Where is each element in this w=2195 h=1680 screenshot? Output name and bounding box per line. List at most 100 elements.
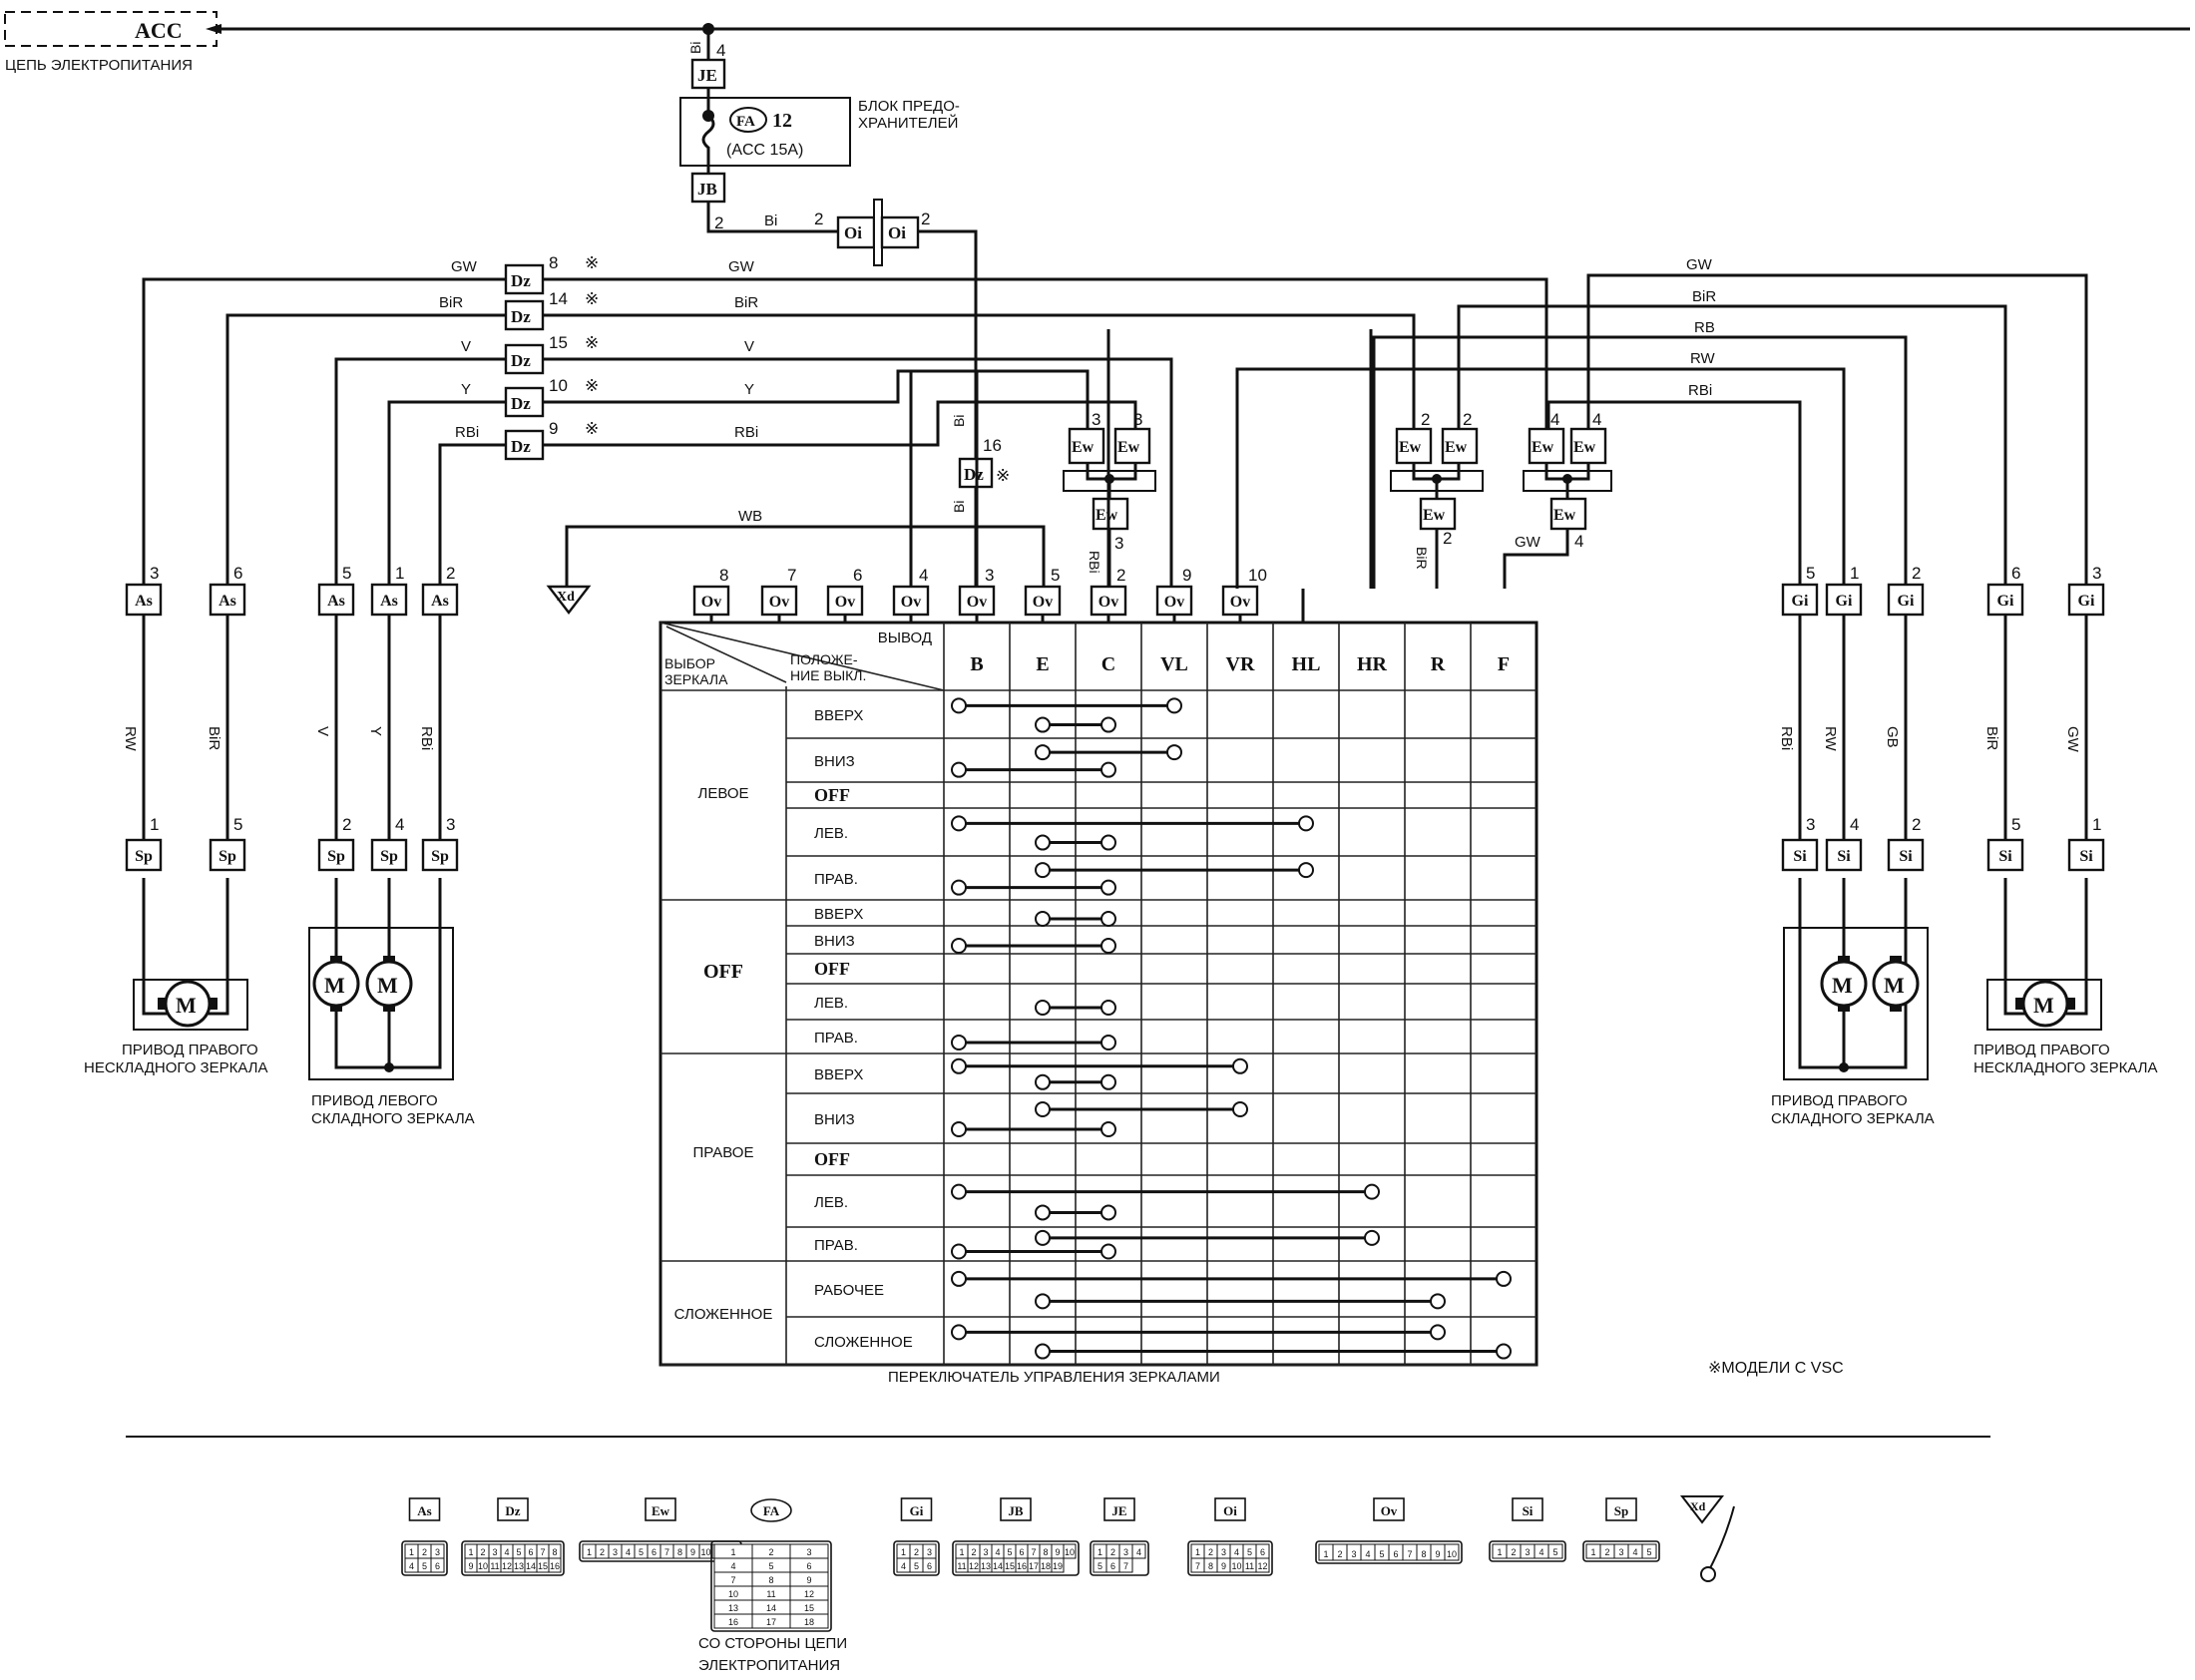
vsc-note: ※МОДЕЛИ С VSC bbox=[1708, 1360, 1844, 1377]
pin-number: 3 bbox=[927, 1547, 932, 1557]
pin-number: 4 bbox=[504, 1547, 509, 1557]
pin-number: 8 bbox=[552, 1547, 557, 1557]
ov-pin: 3 bbox=[985, 566, 994, 585]
pin-number: 3 bbox=[613, 1547, 618, 1557]
connector-ov-VL-label: Ov bbox=[901, 594, 921, 611]
svg-text:Dz: Dz bbox=[511, 307, 531, 326]
terminal-node bbox=[1166, 697, 1182, 714]
terminal-node bbox=[1100, 716, 1116, 733]
terminal-R: R bbox=[1431, 653, 1446, 675]
pin-number: 3 bbox=[1618, 1547, 1623, 1557]
terminal-node bbox=[1100, 1121, 1116, 1137]
pin-number: 8 bbox=[1043, 1547, 1048, 1557]
pin-number: 7 bbox=[730, 1575, 735, 1585]
pin-number: 10 bbox=[478, 1561, 488, 1571]
pin-number: 9 bbox=[1435, 1549, 1440, 1559]
wire-color: RW bbox=[1822, 726, 1839, 752]
pin-number: 18 bbox=[804, 1617, 814, 1627]
terminal-node bbox=[1298, 815, 1314, 832]
svg-text:Ew: Ew bbox=[1445, 439, 1468, 456]
pin-number: 5 bbox=[1552, 1547, 1557, 1557]
pin-number: 17 bbox=[766, 1617, 776, 1627]
ov-pin: 8 bbox=[719, 566, 728, 585]
pin-number: 1 bbox=[1098, 1547, 1102, 1557]
pin-number: 5 bbox=[1098, 1561, 1102, 1571]
pin: 5 bbox=[342, 564, 351, 583]
terminal-node bbox=[1035, 1343, 1051, 1360]
pin: 5 bbox=[2011, 815, 2020, 834]
svg-text:※: ※ bbox=[585, 253, 599, 272]
pin-number: 9 bbox=[468, 1561, 473, 1571]
connector-ov-B: Ov bbox=[692, 585, 730, 617]
left-fold-c-top: As bbox=[421, 583, 459, 617]
pin: 1 bbox=[395, 564, 404, 583]
left-fold-a-bottom: Sp bbox=[317, 838, 355, 872]
pin-number: 7 bbox=[1195, 1561, 1200, 1571]
svg-text:M: M bbox=[324, 973, 345, 998]
pin-number: 11 bbox=[766, 1589, 775, 1599]
right-fold-a-top-label: Gi bbox=[1792, 593, 1809, 610]
svg-text:RBi: RBi bbox=[734, 424, 758, 441]
power-circuit-label: ЦЕПЬ ЭЛЕКТРОПИТАНИЯ bbox=[5, 57, 193, 74]
pinout-label: Dz bbox=[505, 1503, 520, 1518]
pin-number: 2 bbox=[1604, 1547, 1609, 1557]
pin: 6 bbox=[2011, 564, 2020, 583]
pinout-label: JB bbox=[1008, 1503, 1024, 1518]
svg-text:16: 16 bbox=[983, 436, 1002, 455]
pin-number: 1 bbox=[587, 1547, 592, 1557]
pin-number: 4 bbox=[1365, 1549, 1370, 1559]
left-nonfold-a-top-label: As bbox=[135, 593, 153, 610]
pin-number: 16 bbox=[550, 1561, 560, 1571]
svg-text:ПРИВОД ПРАВОГО: ПРИВОД ПРАВОГО bbox=[1771, 1092, 1908, 1109]
pin-number: 3 bbox=[1351, 1549, 1356, 1559]
pin-number: 5 bbox=[1379, 1549, 1384, 1559]
left-mirror-motors: M ПРИВОД ПРАВОГО НЕСКЛАДНОГО ЗЕРКАЛА M M… bbox=[84, 878, 475, 1127]
svg-text:2: 2 bbox=[921, 210, 930, 228]
pin-number: 4 bbox=[1234, 1547, 1239, 1557]
pin-number: 13 bbox=[981, 1561, 991, 1571]
connector-ov-R-label: Ov bbox=[1164, 594, 1184, 611]
terminal-E: E bbox=[1036, 653, 1049, 675]
svg-text:Bi: Bi bbox=[951, 501, 967, 513]
svg-text:GW: GW bbox=[451, 258, 478, 275]
connector-ov-VR: Ov bbox=[958, 585, 996, 617]
terminal-node bbox=[951, 938, 967, 954]
switch-position: ВВЕРХ bbox=[814, 1066, 863, 1083]
pin-number: 5 bbox=[639, 1547, 644, 1557]
fuse-block: Bi 4 JE FA 12 (ACC 15A) БЛОК ПРЕДО- ХРАН… bbox=[679, 29, 978, 457]
pin-number: 8 bbox=[768, 1575, 773, 1585]
pin-number: 1 bbox=[468, 1547, 473, 1557]
terminal-node bbox=[951, 1183, 967, 1200]
pin-number: 14 bbox=[766, 1603, 776, 1613]
svg-text:8: 8 bbox=[549, 253, 558, 272]
ov-pin: 5 bbox=[1051, 566, 1060, 585]
terminal-node bbox=[951, 1243, 967, 1260]
pin: 5 bbox=[1806, 564, 1815, 583]
svg-text:Ew: Ew bbox=[1573, 439, 1596, 456]
svg-text:2: 2 bbox=[714, 213, 723, 232]
wire-color: BiR bbox=[1983, 726, 2000, 750]
svg-text:10: 10 bbox=[549, 376, 568, 395]
right-nonfold-b-top: Gi bbox=[2067, 583, 2105, 617]
wire-color: RW bbox=[122, 726, 139, 752]
switch-position: ВНИЗ bbox=[814, 753, 855, 770]
pin-number: 7 bbox=[1031, 1547, 1036, 1557]
pin-number: 2 bbox=[1511, 1547, 1516, 1557]
svg-text:M: M bbox=[2033, 993, 2054, 1018]
pin-number: 10 bbox=[1447, 1549, 1457, 1559]
connector-jb: JB bbox=[697, 180, 717, 199]
terminal-node bbox=[951, 879, 967, 896]
switch-title: ПЕРЕКЛЮЧАТЕЛЬ УПРАВЛЕНИЯ ЗЕРКАЛАМИ bbox=[888, 1369, 1220, 1386]
pin-number: 2 bbox=[1337, 1549, 1342, 1559]
connector-ov-HL-label: Ov bbox=[1033, 594, 1053, 611]
wire-color: Y bbox=[367, 726, 384, 736]
svg-text:3: 3 bbox=[1133, 410, 1142, 429]
pin: 1 bbox=[1850, 564, 1859, 583]
connector-ov-R: Ov bbox=[1155, 585, 1193, 617]
